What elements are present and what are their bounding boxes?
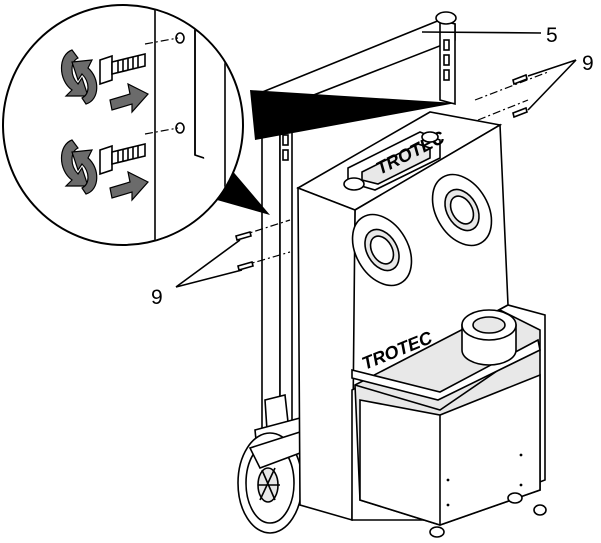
fan-right <box>431 173 493 247</box>
rotate-icon-bottom <box>60 139 98 195</box>
wheel-assembly <box>237 394 310 534</box>
detail-circle <box>2 4 244 246</box>
callout-5: 5 <box>546 24 558 47</box>
rotate-icon-top <box>60 49 98 105</box>
outlet-tube <box>461 309 517 366</box>
leader-lines <box>175 31 577 288</box>
callout-9-bottom: 9 <box>151 286 163 309</box>
fan-left <box>351 213 413 287</box>
bolt-top <box>99 52 146 86</box>
bolt-bottom <box>99 142 146 176</box>
screws-top <box>474 71 549 121</box>
push-arrow-bottom <box>109 170 149 202</box>
callout-9-top: 9 <box>582 52 594 75</box>
screws-bottom <box>235 219 291 271</box>
push-arrow-top <box>109 82 149 114</box>
